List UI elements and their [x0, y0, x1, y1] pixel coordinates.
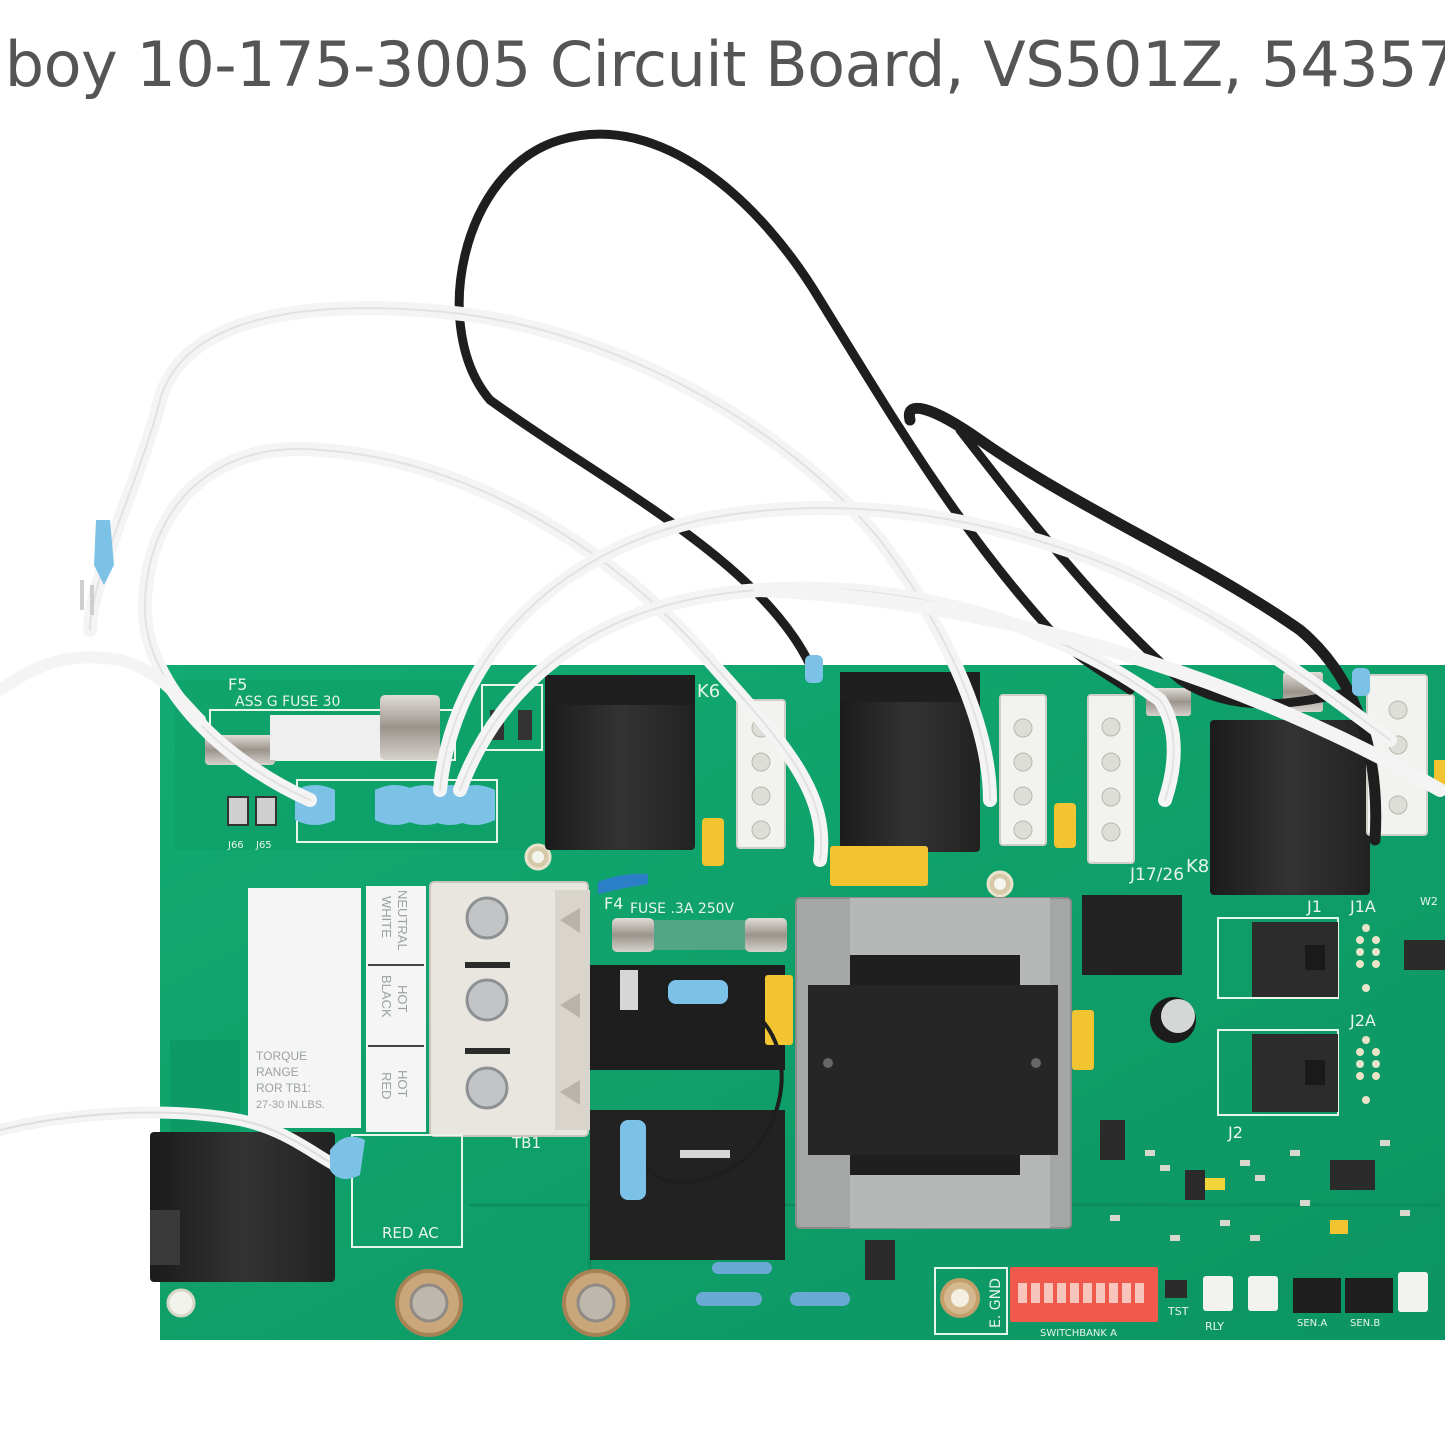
connector-j17-26	[1087, 694, 1135, 864]
fuse-f4: F4 FUSE .3A 250V	[604, 894, 787, 952]
ic-chips	[865, 940, 1445, 1280]
signal-relay	[1082, 895, 1182, 975]
connector-j10	[999, 694, 1047, 846]
svg-text:RANGE: RANGE	[256, 1065, 299, 1079]
capacitor-blue	[598, 873, 648, 894]
silk-j2: J2	[1227, 1123, 1243, 1142]
spade-terminal-row	[295, 779, 498, 843]
svg-text:NEUTRAL: NEUTRAL	[395, 890, 410, 951]
relay-center-lower	[590, 965, 785, 1260]
silk-switchbank: SWITCHBANK A	[1040, 1328, 1117, 1339]
silk-f4: F4	[604, 894, 623, 913]
torque-label-sticker: TORQUE RANGE ROR TB1: 27-30 IN.LBS.	[248, 888, 361, 1128]
svg-text:ROR TB1:: ROR TB1:	[256, 1081, 311, 1095]
silk-k6: K6	[697, 681, 720, 702]
relay-k8	[1210, 720, 1370, 895]
wires	[0, 129, 1445, 1185]
silk-j1: J1	[1306, 897, 1322, 916]
svg-text:27-30 IN.LBS.: 27-30 IN.LBS.	[256, 1099, 325, 1111]
svg-text:TORQUE: TORQUE	[256, 1049, 307, 1063]
dip-switch-bank: SWITCHBANK A	[1010, 1267, 1158, 1339]
wire-terminals	[80, 520, 1370, 1200]
silk-sen-b: SEN.B	[1350, 1318, 1380, 1329]
mounting-holes	[166, 843, 1014, 1318]
svg-text:RED: RED	[379, 1072, 394, 1099]
silk-f4-fuse: FUSE .3A 250V	[630, 901, 735, 917]
svg-text:HOT: HOT	[395, 1070, 410, 1098]
electrolytic-capacitor	[1150, 997, 1196, 1043]
resistors	[696, 1262, 850, 1306]
terminal-block-tb1: TB1	[429, 881, 590, 1152]
product-title: lboy 10-175-3005 Circuit Board, VS501Z, …	[0, 28, 1445, 101]
ground-studs	[395, 1269, 630, 1337]
silk-j65: J65	[255, 840, 272, 851]
relay-k6-left	[545, 675, 695, 850]
silk-j66: J66	[227, 840, 244, 851]
silk-tb1: TB1	[511, 1134, 541, 1152]
silk-red-ac: RED AC	[382, 1224, 439, 1242]
rj-jack-j1	[1217, 917, 1339, 999]
connector-j66-j65: J66 J65	[227, 796, 277, 851]
silk-j1a: J1A	[1349, 897, 1376, 916]
tb1-wire-label: NEUTRAL WHITE HOT BLACK HOT RED	[366, 886, 426, 1132]
smd-components	[1110, 1140, 1410, 1241]
relay-k4-bottom-left	[150, 1132, 335, 1282]
svg-text:WHITE: WHITE	[379, 896, 394, 938]
silk-k8: K8	[1186, 856, 1209, 877]
red-ac-pads: RED AC	[351, 1134, 463, 1248]
silk-w2: W2	[1420, 895, 1438, 908]
jumper-yellow	[1205, 1178, 1225, 1190]
silk-e-gnd: E. GND	[988, 1278, 1004, 1328]
earth-ground-pad: E. GND	[934, 1267, 1008, 1335]
silk-rly: RLY	[1205, 1320, 1224, 1333]
transformer	[795, 897, 1072, 1229]
bottom-right-headers: TST RLY SEN.A SEN.B	[1165, 1272, 1428, 1333]
rj-jack-j2	[1217, 1029, 1339, 1116]
header-pins	[1356, 924, 1380, 1104]
silk-tst: TST	[1167, 1305, 1189, 1318]
silk-j17-26: J17/26	[1129, 865, 1184, 885]
silk-j2a: J2A	[1349, 1011, 1376, 1030]
silk-sen-a: SEN.A	[1297, 1318, 1327, 1329]
svg-text:BLACK: BLACK	[379, 975, 394, 1018]
capacitors-yellow	[702, 760, 1445, 1234]
relay-center	[840, 672, 980, 852]
svg-text:HOT: HOT	[395, 985, 410, 1013]
silk-f5: F5	[228, 675, 247, 694]
silk-f5-fuse: ASS G FUSE 30	[235, 694, 340, 710]
